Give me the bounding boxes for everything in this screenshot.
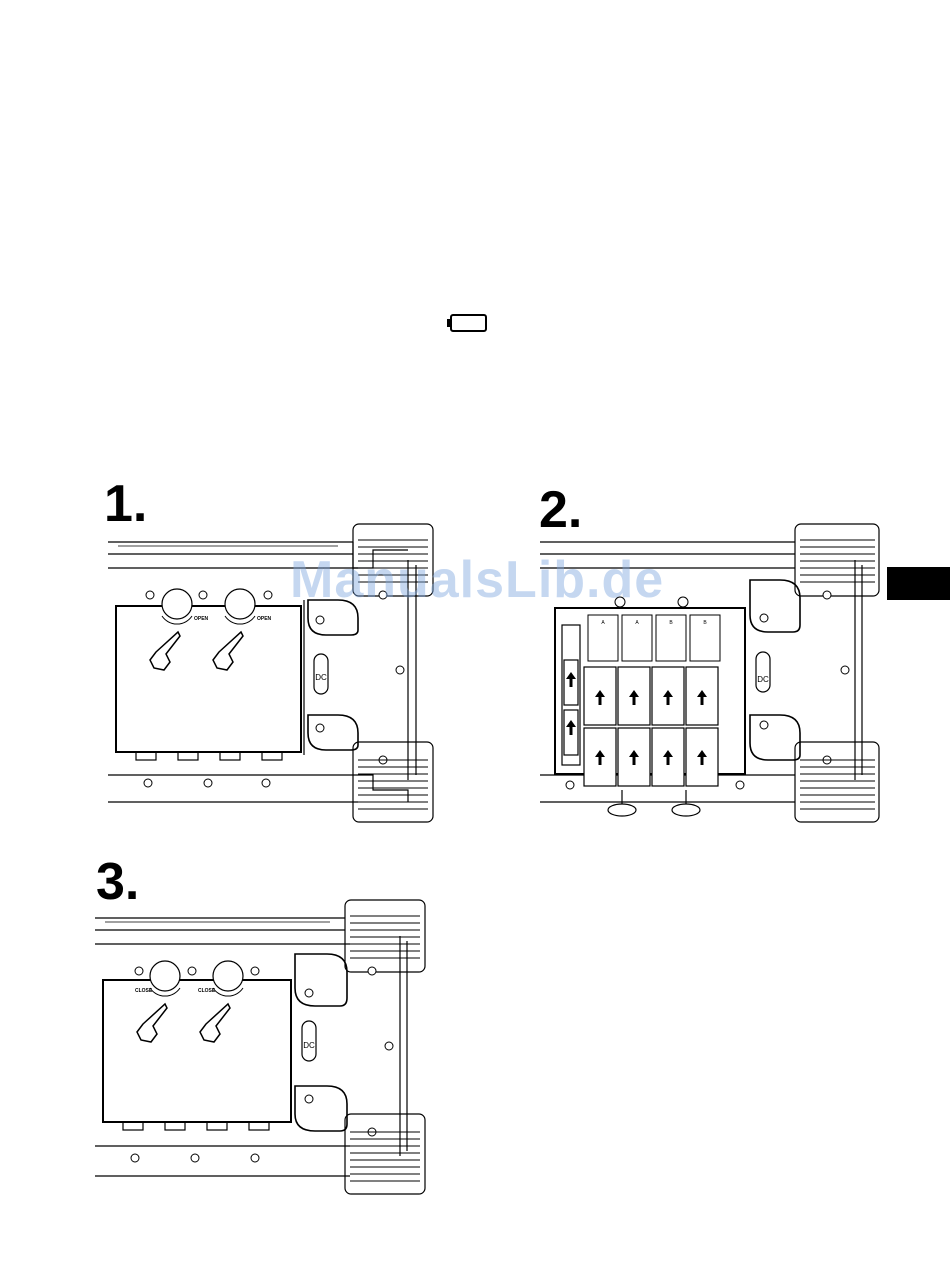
pointing-hand-icon	[150, 632, 180, 670]
knob-label-left: OPEN	[194, 616, 209, 622]
dc-label: DC	[757, 675, 769, 684]
battery-row-label-1: A	[601, 620, 605, 626]
section-tab	[887, 567, 950, 600]
pointing-hand-icon	[213, 632, 243, 670]
battery-row-label-3: B	[669, 620, 673, 626]
step-3-diagram: CLOSE CLOSE DC	[95, 896, 430, 1201]
knob-label-left: CLOSE	[135, 988, 153, 994]
dc-label: DC	[315, 673, 327, 682]
pointing-hand-icon	[137, 1004, 167, 1042]
battery-row-label-2: A	[635, 620, 639, 626]
battery-icon	[446, 313, 488, 333]
dc-label: DC	[303, 1041, 315, 1050]
knob-label-right: OPEN	[257, 616, 272, 622]
battery-row-label-4: B	[703, 620, 707, 626]
pointing-hand-icon	[200, 1004, 230, 1042]
knob-label-right: CLOSE	[198, 988, 216, 994]
watermark: ManualsLib.de	[290, 550, 664, 610]
